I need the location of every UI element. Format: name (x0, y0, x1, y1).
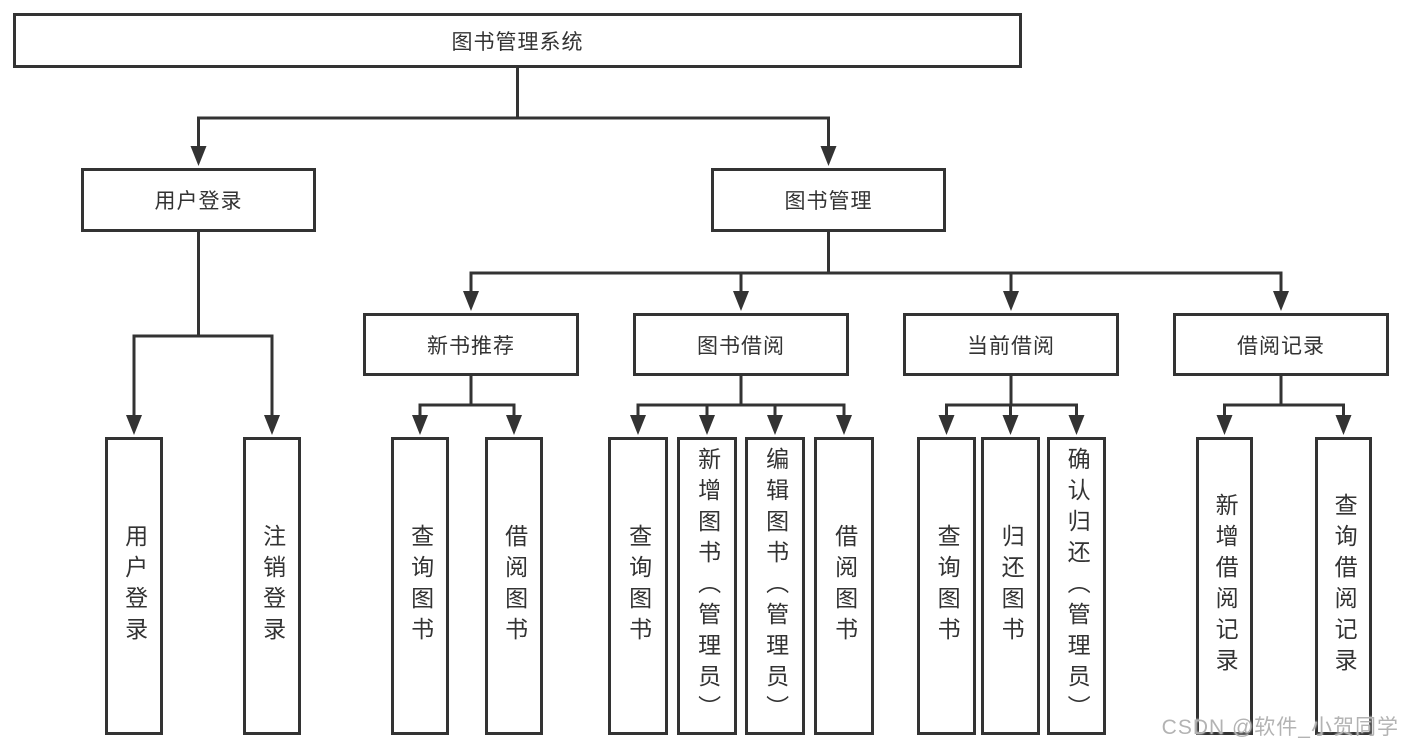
leaf-add-book-admin: 新增图书（管理员） (677, 437, 737, 735)
node-book-management: 图书管理 (711, 168, 946, 232)
node-label: 归还图书 (998, 524, 1025, 648)
leaf-query-books-recommend: 查询图书 (391, 437, 449, 735)
leaf-edit-book-admin: 编辑图书（管理员） (745, 437, 805, 735)
node-user-login: 用户登录 (81, 168, 316, 232)
leaf-borrow-books-borrowing: 借阅图书 (814, 437, 874, 735)
leaf-query-books-borrowing: 查询图书 (608, 437, 668, 735)
arrow-icon (733, 291, 749, 311)
node-label: 编辑图书（管理员） (762, 446, 789, 726)
arrow-icon (1335, 415, 1352, 435)
node-label: 确认归还（管理员） (1064, 446, 1091, 726)
arrow-icon (190, 146, 207, 166)
node-label: 图书管理系统 (451, 30, 584, 54)
node-label: 查询图书 (407, 524, 434, 648)
node-label: 注销登录 (259, 524, 286, 648)
arrow-icon (264, 415, 280, 435)
arrow-icon (1068, 415, 1085, 435)
node-label: 用户登录 (121, 524, 148, 648)
leaf-confirm-return-admin: 确认归还（管理员） (1047, 437, 1106, 735)
node-label: 图书管理 (784, 190, 873, 213)
node-label: 新增图书（管理员） (694, 446, 721, 726)
node-new-book-recommendation: 新书推荐 (363, 313, 579, 376)
node-borrowing-records: 借阅记录 (1173, 313, 1389, 376)
arrow-icon (767, 415, 783, 435)
node-label: 借阅图书 (831, 524, 858, 648)
leaf-logout: 注销登录 (243, 437, 301, 735)
node-label: 借阅记录 (1237, 334, 1325, 358)
node-library-management-system: 图书管理系统 (13, 13, 1022, 68)
arrow-icon (699, 415, 715, 435)
arrow-icon (126, 415, 142, 435)
node-label: 用户登录 (154, 190, 243, 213)
arrow-icon (506, 415, 522, 435)
leaf-add-borrow-record: 新增借阅记录 (1196, 437, 1253, 735)
arrow-icon (463, 291, 479, 311)
leaf-query-borrow-record: 查询借阅记录 (1315, 437, 1372, 735)
node-current-borrowing: 当前借阅 (903, 313, 1119, 376)
node-label: 新增借阅记录 (1212, 493, 1239, 679)
arrow-icon (836, 415, 852, 435)
node-book-borrowing: 图书借阅 (633, 313, 849, 376)
arrow-icon (630, 415, 646, 435)
csdn-watermark: CSDN @软件_小贺同学 (1161, 716, 1399, 739)
node-label: 图书借阅 (697, 334, 785, 358)
node-label: 查询借阅记录 (1331, 493, 1358, 679)
arrow-icon (412, 415, 428, 435)
arrow-icon (1273, 291, 1289, 311)
leaf-query-books-current: 查询图书 (917, 437, 976, 735)
node-label: 新书推荐 (427, 334, 515, 358)
arrow-icon (1002, 415, 1019, 435)
arrow-icon (1003, 291, 1019, 311)
node-label: 借阅图书 (501, 524, 528, 648)
leaf-borrow-books-recommend: 借阅图书 (485, 437, 543, 735)
leaf-return-books: 归还图书 (981, 437, 1040, 735)
arrow-icon (820, 146, 837, 166)
arrow-icon (938, 415, 955, 435)
node-label: 查询图书 (625, 524, 652, 648)
node-label: 当前借阅 (967, 334, 1055, 358)
node-label: 查询图书 (934, 524, 961, 648)
arrow-icon (1216, 415, 1233, 435)
leaf-user-login: 用户登录 (105, 437, 163, 735)
